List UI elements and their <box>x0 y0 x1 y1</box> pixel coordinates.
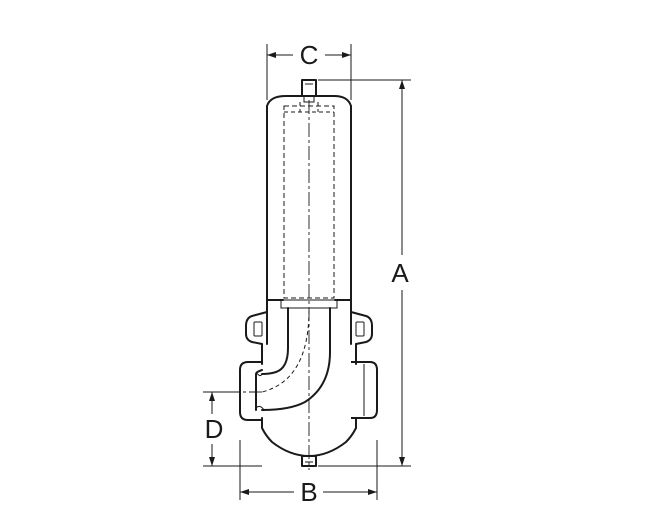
dimension-c: C <box>266 40 352 100</box>
dimension-d-label: D <box>205 414 224 444</box>
clamp-collar <box>245 311 373 361</box>
dimension-a-label: A <box>391 258 409 288</box>
dimension-b: B <box>239 440 378 507</box>
inlet-elbow <box>255 307 331 411</box>
dimension-b-label: B <box>300 477 317 507</box>
dimension-a: A <box>318 79 411 467</box>
vent-plug <box>301 79 317 103</box>
dimension-c-label: C <box>300 40 319 70</box>
drain-plug <box>301 455 317 467</box>
